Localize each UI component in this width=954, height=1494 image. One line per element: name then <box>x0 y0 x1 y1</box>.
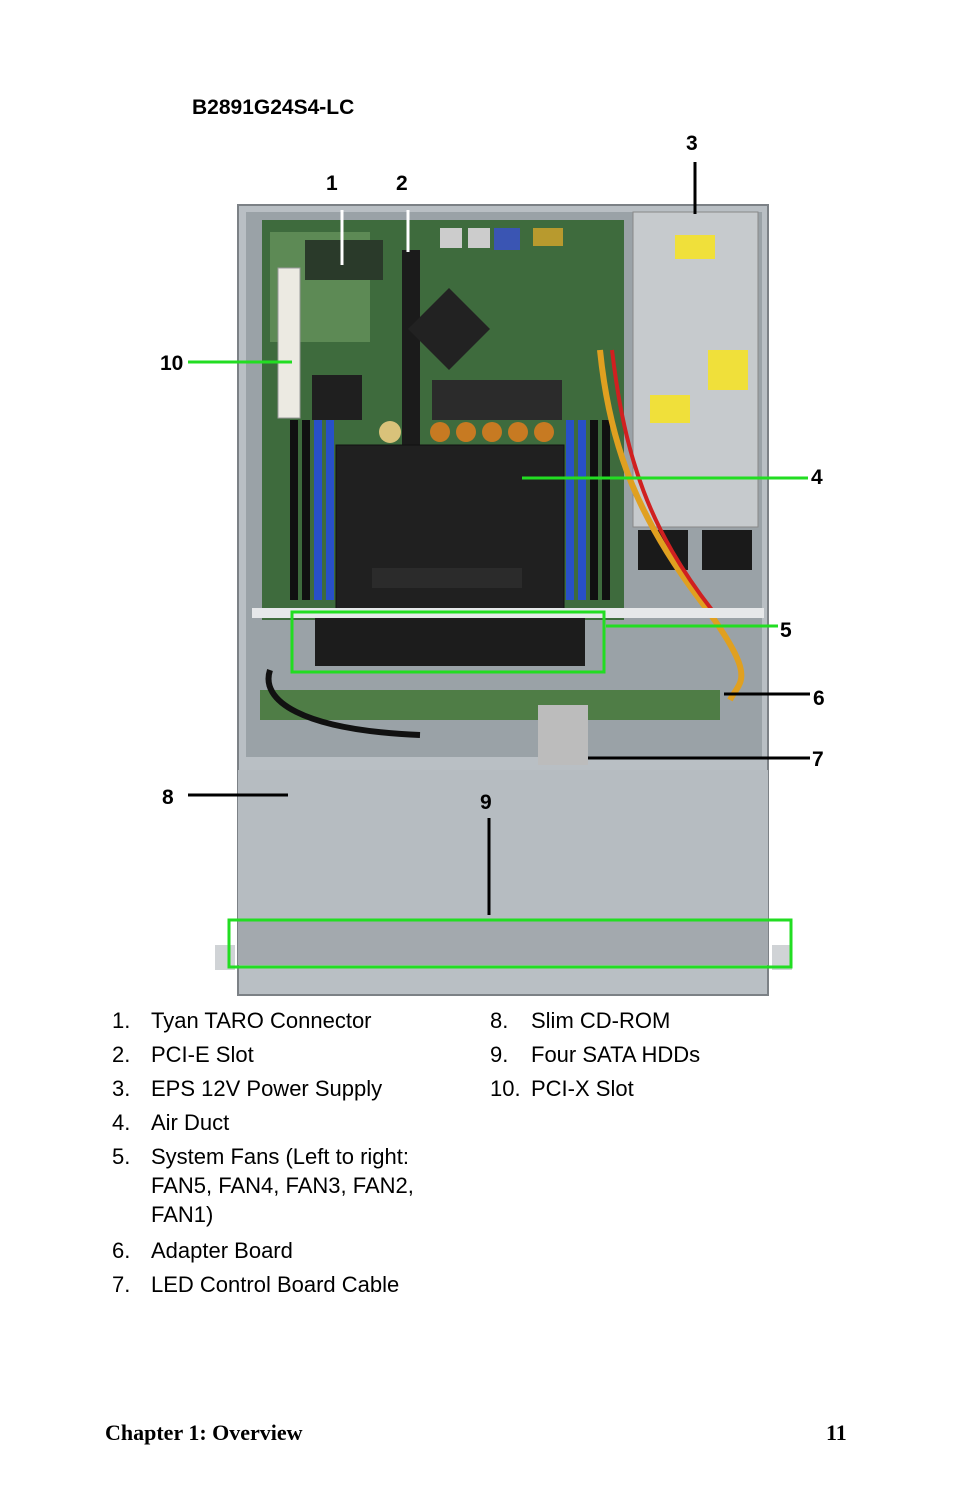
callout-10: 10 <box>160 352 184 375</box>
taro-connector <box>305 240 383 280</box>
callout-2: 2 <box>396 172 408 195</box>
legend-number: 10. <box>490 1076 521 1101</box>
legend-text-line-3: FAN1) <box>151 1202 214 1227</box>
legend-number: 3. <box>112 1076 131 1101</box>
pci-x-slot <box>277 267 301 419</box>
legend-text: Four SATA HDDs <box>531 1042 701 1067</box>
pci-e-slot <box>402 250 420 450</box>
legend-number: 4. <box>112 1110 131 1135</box>
adapter-board <box>260 690 720 720</box>
callout-1: 1 <box>326 172 338 195</box>
legend-number: 5. <box>112 1144 131 1169</box>
led-cable <box>538 705 588 765</box>
model-title: B2891G24S4-LC <box>192 96 355 119</box>
legend-text: Air Duct <box>151 1110 230 1135</box>
legend-number: 9. <box>490 1042 509 1067</box>
legend-text: Adapter Board <box>151 1238 293 1263</box>
legend-number: 8. <box>490 1008 509 1033</box>
legend-number: 6. <box>112 1238 131 1263</box>
legend-number: 1. <box>112 1008 131 1033</box>
callout-9: 9 <box>480 791 492 814</box>
server-chassis-figure <box>188 162 810 996</box>
legend-text: PCI-X Slot <box>531 1076 634 1101</box>
callout-3: 3 <box>686 132 698 155</box>
legend-text: LED Control Board Cable <box>151 1272 400 1297</box>
callout-8: 8 <box>162 786 174 809</box>
footer-chapter: Chapter 1: Overview <box>105 1420 303 1445</box>
legend-text: EPS 12V Power Supply <box>151 1076 383 1101</box>
footer-page-number: 11 <box>826 1420 847 1445</box>
callout-7: 7 <box>812 748 824 771</box>
legend-text: Slim CD-ROM <box>531 1008 671 1033</box>
legend-text: PCI-E Slot <box>151 1042 254 1067</box>
callout-6: 6 <box>813 687 825 710</box>
callout-4: 4 <box>811 466 823 489</box>
legend-text: System Fans (Left to right: <box>151 1144 409 1169</box>
legend-left: 1. Tyan TARO Connector 2. PCI-E Slot 3. … <box>112 1008 472 1308</box>
legend-right: 8. Slim CD-ROM 9. Four SATA HDDs 10. PCI… <box>490 1008 810 1118</box>
legend-text-line-2: FAN5, FAN4, FAN3, FAN2, <box>151 1173 414 1198</box>
legend-number: 7. <box>112 1272 131 1297</box>
legend-number: 2. <box>112 1042 131 1067</box>
system-fans <box>315 618 585 666</box>
drive-bay-cover <box>238 770 768 920</box>
legend-text: Tyan TARO Connector <box>151 1008 372 1033</box>
callout-5: 5 <box>780 619 792 642</box>
fans-highlight <box>290 610 606 674</box>
hdd-highlight <box>227 918 793 969</box>
